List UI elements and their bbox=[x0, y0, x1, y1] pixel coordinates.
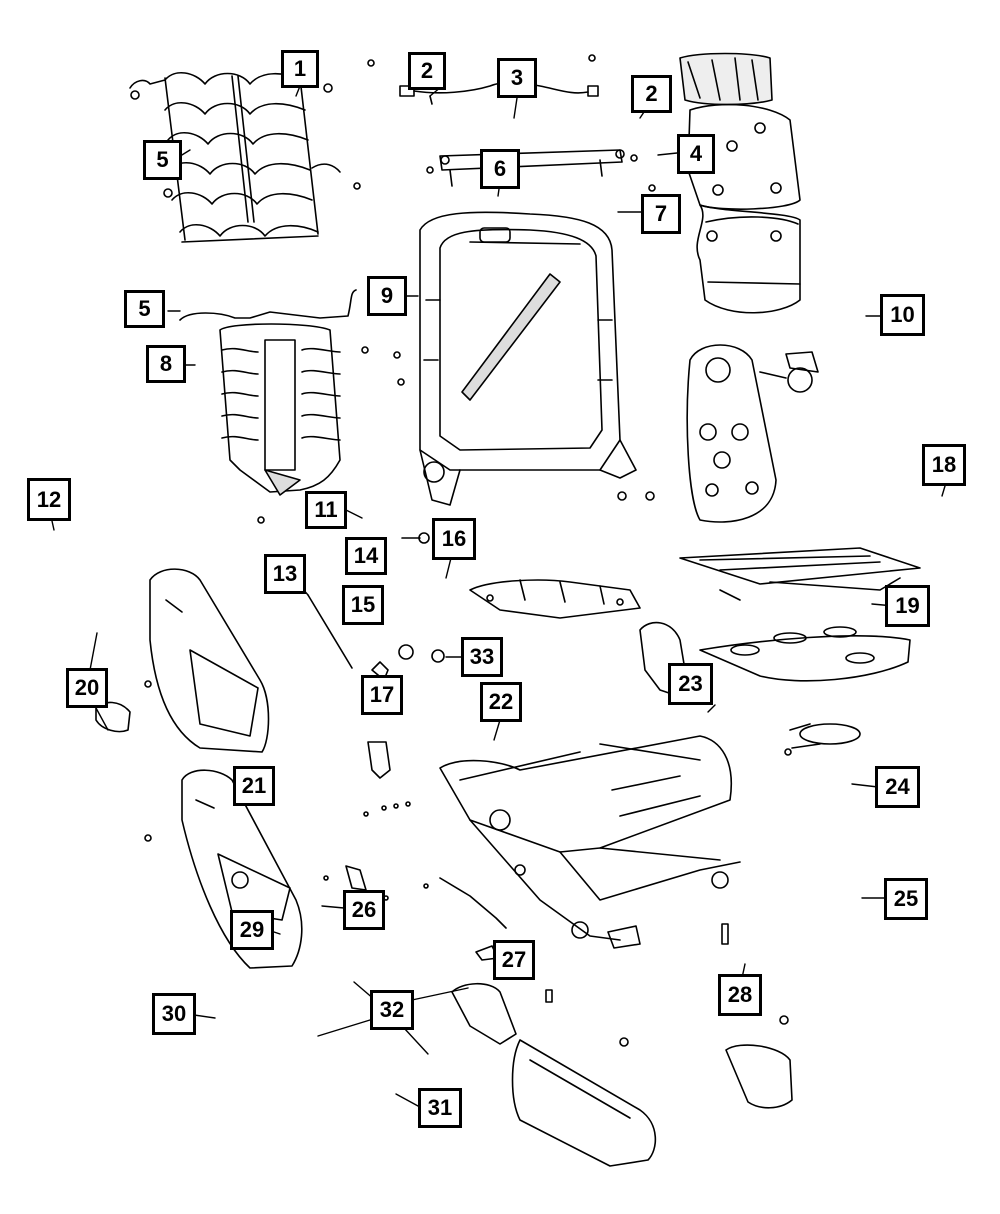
callout-11[interactable]: 11 bbox=[305, 491, 347, 529]
bolt-28 bbox=[721, 923, 729, 945]
callout-12[interactable]: 12 bbox=[27, 478, 71, 521]
seat-heater-mat bbox=[679, 547, 921, 601]
callout-15[interactable]: 15 bbox=[342, 585, 384, 625]
callout-9[interactable]: 9 bbox=[367, 276, 407, 316]
lower-trim-31 bbox=[511, 1039, 657, 1167]
callout-14[interactable]: 14 bbox=[345, 537, 387, 575]
callout-1[interactable]: 1 bbox=[281, 50, 319, 88]
callout-23[interactable]: 23 bbox=[668, 663, 713, 705]
callout-10[interactable]: 10 bbox=[880, 294, 925, 336]
callout-27[interactable]: 27 bbox=[493, 940, 535, 980]
callout-5[interactable]: 5 bbox=[143, 140, 182, 180]
lumbar-support bbox=[179, 289, 357, 496]
seat-motor-harness bbox=[784, 723, 861, 756]
callout-7[interactable]: 7 bbox=[641, 194, 681, 234]
callout-32[interactable]: 32 bbox=[370, 990, 414, 1030]
callout-26[interactable]: 26 bbox=[343, 890, 385, 930]
side-shield-upper bbox=[149, 568, 270, 753]
callout-22[interactable]: 22 bbox=[480, 682, 522, 722]
callout-2[interactable]: 2 bbox=[631, 75, 672, 113]
callout-33[interactable]: 33 bbox=[461, 637, 503, 677]
callout-21[interactable]: 21 bbox=[233, 766, 275, 806]
side-shield-lower bbox=[181, 769, 303, 969]
callout-13[interactable]: 13 bbox=[264, 554, 306, 594]
callout-6[interactable]: 6 bbox=[480, 149, 520, 189]
seatback-frame bbox=[419, 211, 637, 506]
front-bracket bbox=[451, 982, 517, 1045]
callout-16[interactable]: 16 bbox=[432, 518, 476, 560]
callout-30[interactable]: 30 bbox=[152, 993, 196, 1035]
callout-20[interactable]: 20 bbox=[66, 668, 108, 708]
callout-2[interactable]: 2 bbox=[408, 52, 446, 90]
callout-24[interactable]: 24 bbox=[875, 766, 920, 808]
callout-3[interactable]: 3 bbox=[497, 58, 537, 98]
callout-17[interactable]: 17 bbox=[361, 675, 403, 715]
callout-28[interactable]: 28 bbox=[718, 974, 762, 1016]
callout-18[interactable]: 18 bbox=[922, 444, 966, 486]
callout-25[interactable]: 25 bbox=[884, 878, 928, 920]
callout-19[interactable]: 19 bbox=[885, 585, 930, 627]
upper-crossbar bbox=[426, 149, 638, 187]
callout-5[interactable]: 5 bbox=[124, 290, 165, 328]
back-panel bbox=[686, 344, 819, 523]
seatback-suspension-mat bbox=[129, 72, 361, 243]
leader-lines bbox=[51, 85, 946, 1107]
callout-4[interactable]: 4 bbox=[677, 134, 715, 174]
end-cap bbox=[725, 1044, 793, 1109]
seat-track-frame bbox=[439, 735, 741, 941]
seatback-cushion bbox=[679, 52, 801, 314]
seat-pan-bracket bbox=[469, 579, 641, 619]
tension-rod bbox=[307, 594, 353, 669]
callout-29[interactable]: 29 bbox=[230, 910, 274, 950]
callout-8[interactable]: 8 bbox=[146, 345, 186, 383]
callout-31[interactable]: 31 bbox=[418, 1088, 462, 1128]
